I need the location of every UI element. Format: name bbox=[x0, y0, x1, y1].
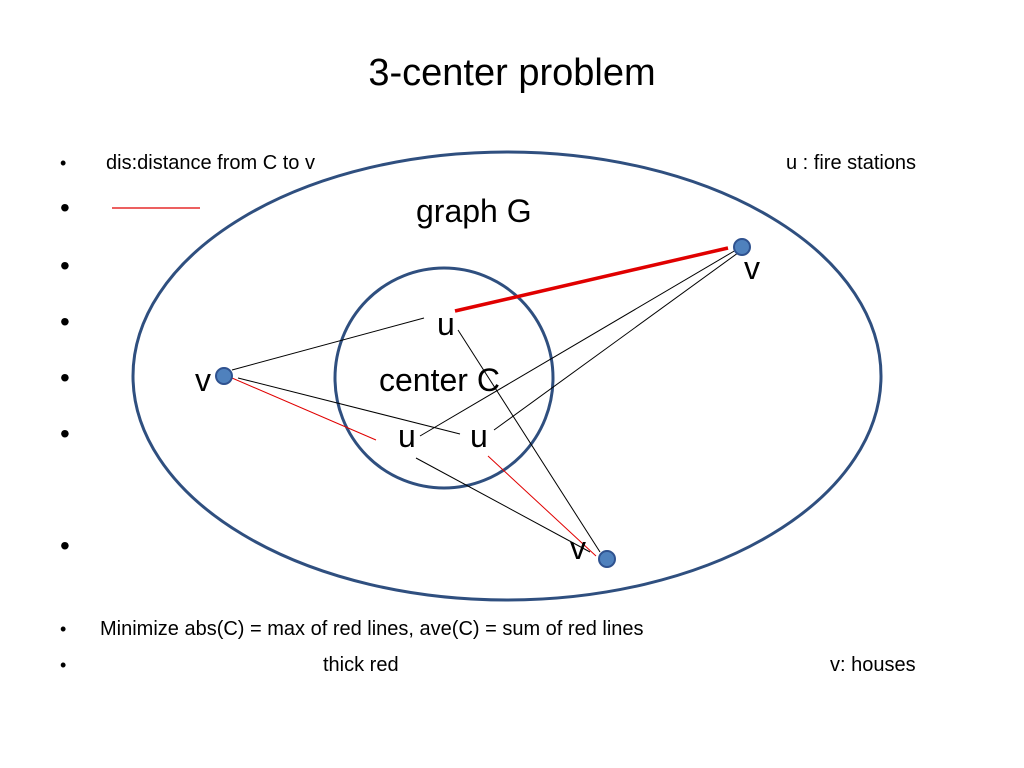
edge-v-left-u-right bbox=[237, 377, 461, 435]
red-edge-v-left-u bbox=[231, 377, 377, 441]
houses-legend: v: houses bbox=[830, 654, 916, 676]
edge-u-bottom-left-v-top bbox=[419, 249, 737, 437]
edge-u-bottom-left-v-bottom bbox=[415, 457, 591, 553]
minimize-objective: Minimize abs(C) = max of red lines, ave(… bbox=[100, 618, 644, 640]
bullet-5: • bbox=[60, 362, 70, 393]
label-v-bottom: v bbox=[570, 530, 586, 566]
bullet-3: • bbox=[60, 250, 70, 281]
node-v-top-right bbox=[733, 238, 751, 256]
edge-v-top-u-bottom-right bbox=[493, 249, 743, 431]
slide-title: 3-center problem bbox=[368, 52, 656, 94]
edge-v-left-u-top bbox=[231, 317, 425, 371]
center-c-circle bbox=[333, 266, 555, 490]
red-edge-u-v-bottom bbox=[487, 455, 597, 557]
label-u-bottom-left: u bbox=[398, 418, 416, 454]
thick-red-line bbox=[454, 246, 729, 313]
center-c-label: center C bbox=[379, 362, 500, 398]
bullet-4: • bbox=[60, 306, 70, 337]
fire-stations-legend: u : fire stations bbox=[786, 152, 917, 174]
label-u-bottom-right: u bbox=[470, 418, 488, 454]
bullet-8: • bbox=[60, 619, 67, 639]
distance-definition: dis:distance from C to v bbox=[106, 152, 315, 174]
thick-red-legend: thick red bbox=[323, 654, 399, 676]
bullet-7: • bbox=[60, 530, 70, 561]
edge-u-top-v-bottom bbox=[457, 329, 601, 553]
label-v-left: v bbox=[195, 362, 211, 398]
node-v-bottom bbox=[598, 550, 616, 568]
label-u-top: u bbox=[437, 306, 455, 342]
node-v-left bbox=[215, 367, 233, 385]
label-v-top-right: v bbox=[744, 250, 760, 286]
bullet-9: • bbox=[60, 655, 67, 675]
bullet-2: • bbox=[60, 192, 70, 223]
graph-g-ellipse bbox=[131, 150, 883, 602]
bullet-6: • bbox=[60, 418, 70, 449]
bullet-1: • bbox=[60, 153, 67, 173]
graph-g-label: graph G bbox=[416, 193, 532, 229]
